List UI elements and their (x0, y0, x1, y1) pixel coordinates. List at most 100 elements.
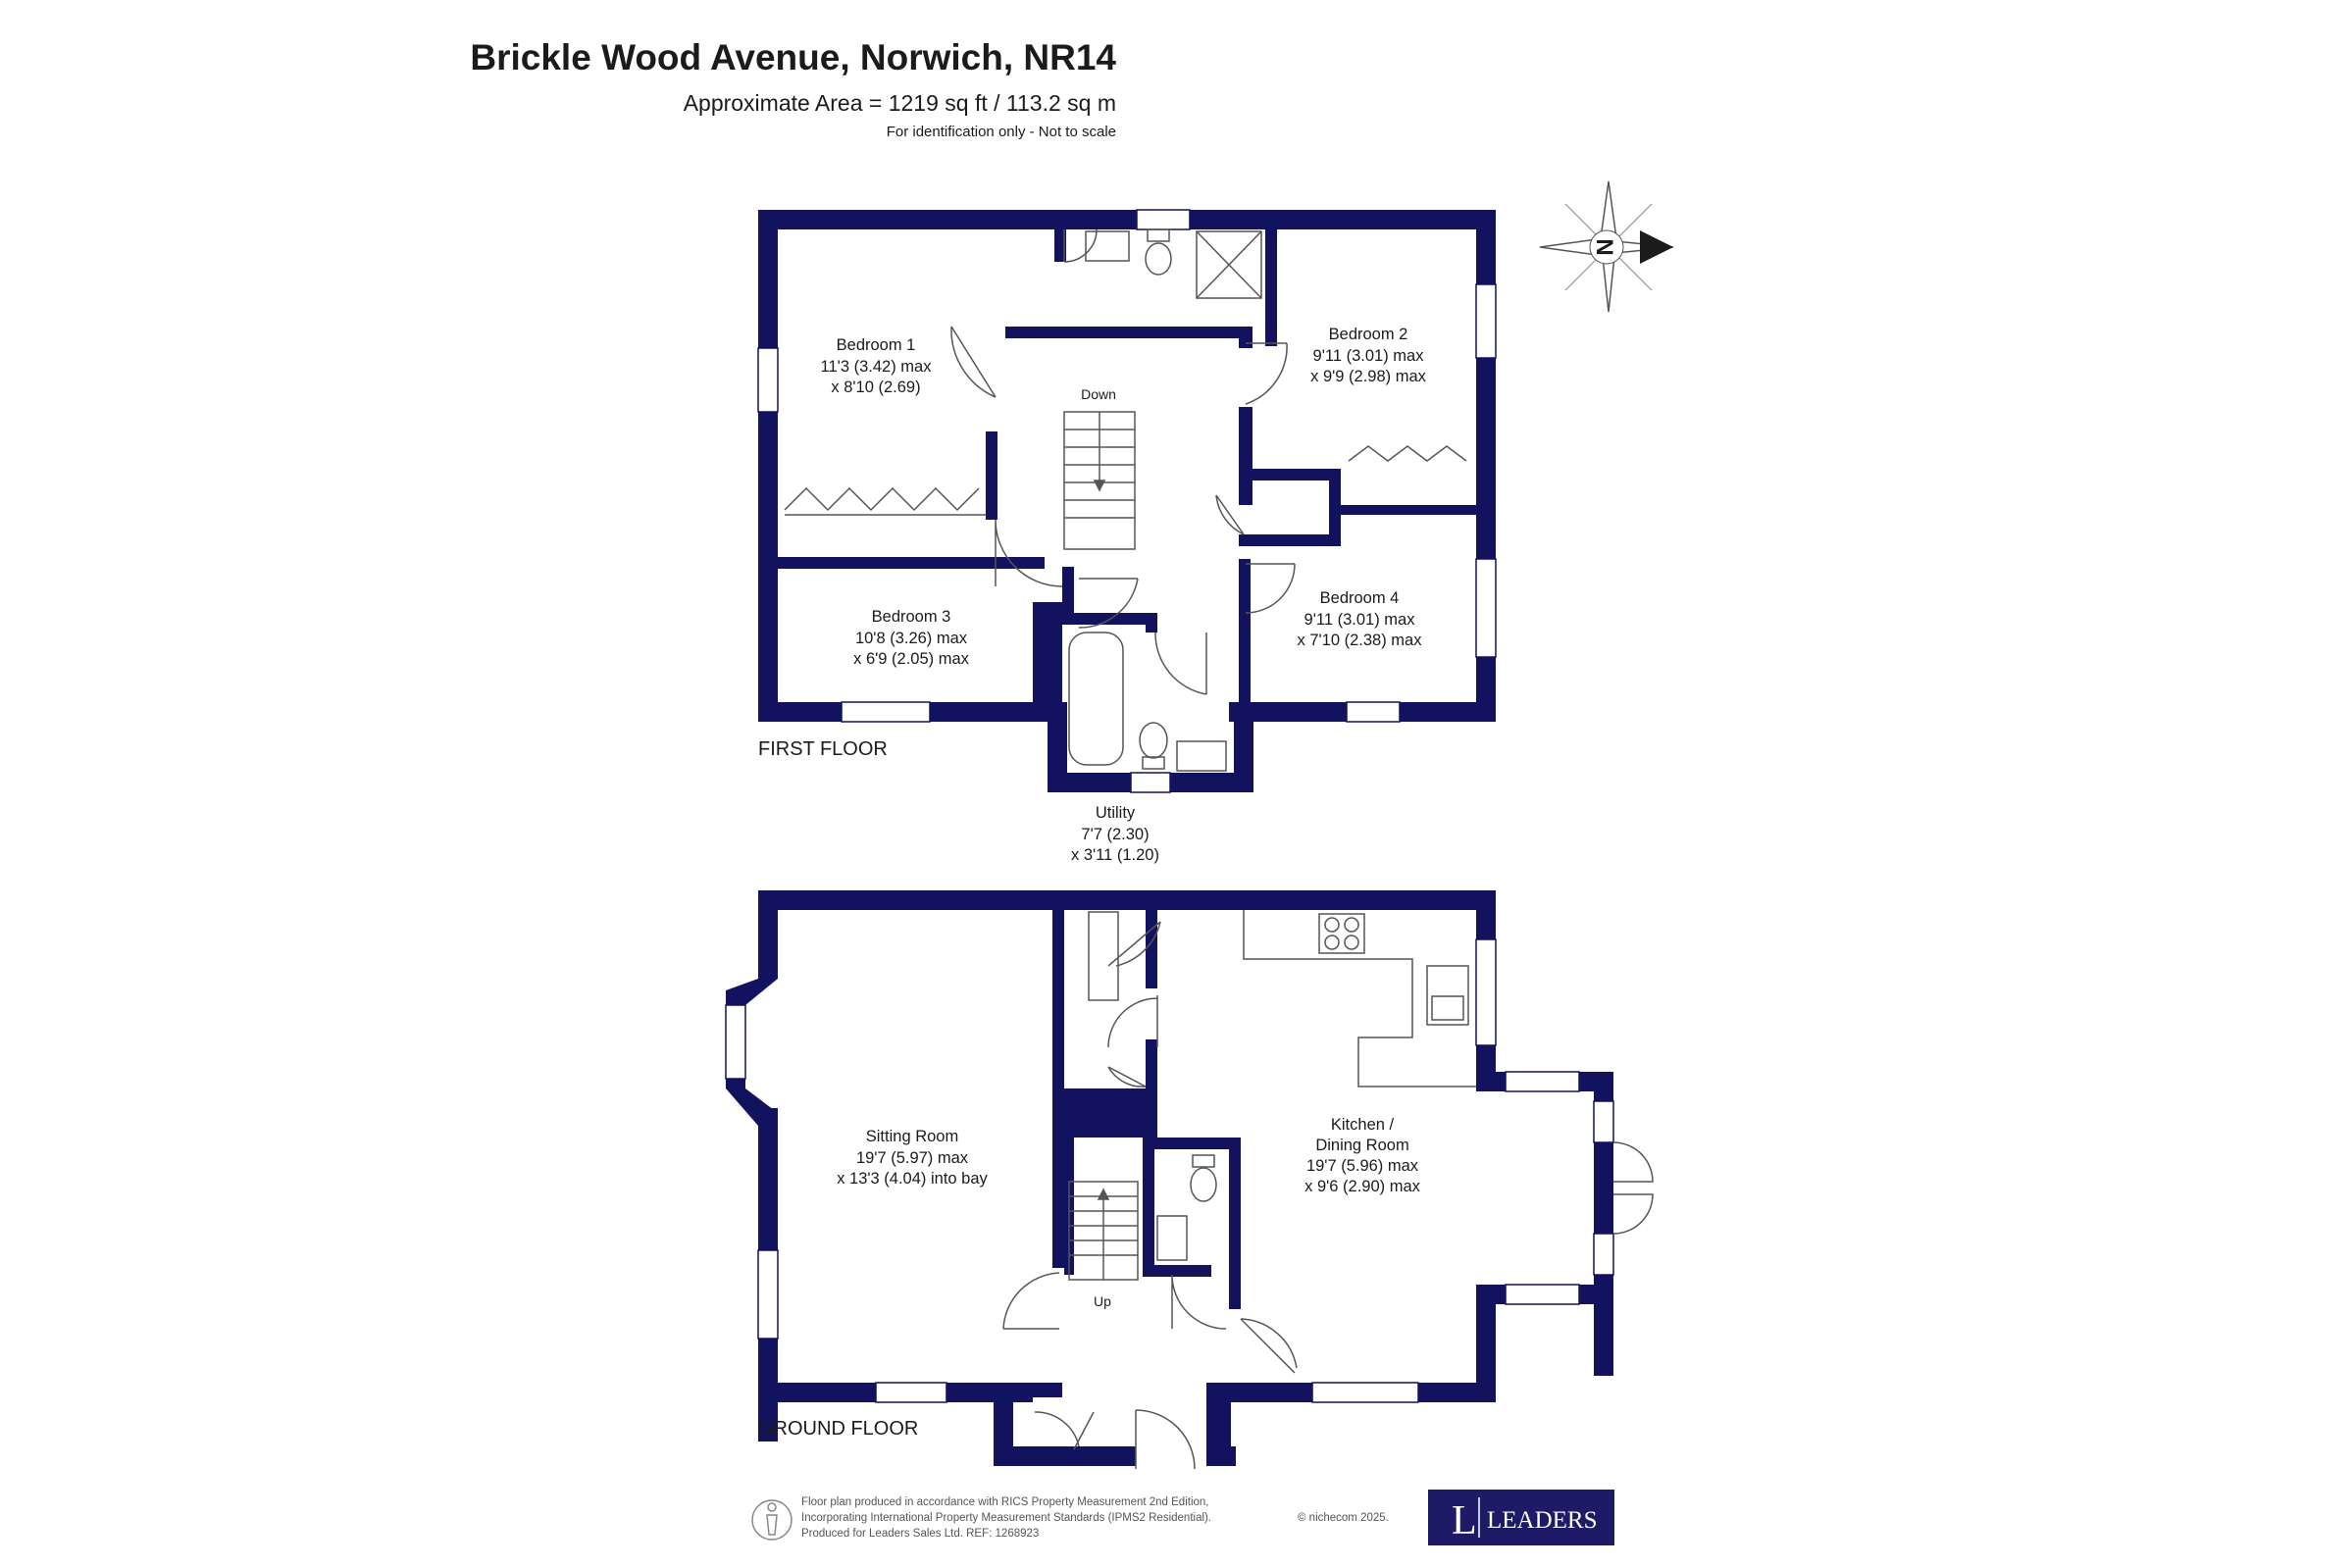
bedroom3-name: Bedroom 3 (872, 608, 951, 626)
window-bedroom4-south (1346, 701, 1401, 723)
window-ensuite (1136, 209, 1191, 230)
door-bedroom1 (950, 326, 997, 398)
door-porch-cupboard (1034, 1411, 1095, 1450)
wall-bed4-west (1239, 559, 1251, 706)
wall-closet-east (1329, 469, 1341, 542)
stairs-up-label: Up (1094, 1293, 1111, 1309)
wall-sitting-east (1052, 890, 1064, 1268)
sitting-room-dim2: x 13'3 (4.04) into bay (837, 1170, 988, 1188)
wall-wc-south (1143, 1265, 1211, 1277)
door-understairs (1107, 1066, 1147, 1087)
first-floor-windows (757, 209, 1497, 793)
wall-ensuite-west (1054, 221, 1066, 262)
leaders-logo: L LEADERS (1428, 1490, 1614, 1545)
ensuite-basin (1085, 230, 1130, 262)
first-floor-doors (950, 228, 1296, 695)
window-extension-east-top (1593, 1100, 1614, 1143)
wardrobe-bedroom2 (1348, 445, 1467, 462)
wall-under-stair (1064, 1088, 1157, 1138)
door-kitchen (1240, 1318, 1298, 1374)
wall-wc-north (1143, 1138, 1236, 1149)
window-bay (725, 1004, 746, 1080)
room-labels: Bedroom 1 11'3 (3.42) max x 8'10 (2.69) … (758, 326, 1427, 1440)
bedroom3-dim2: x 6'9 (2.05) max (853, 650, 970, 668)
wall-bed3-east (1033, 602, 1062, 705)
kitchen-dim2: x 9'6 (2.90) max (1304, 1178, 1421, 1195)
stairs-down-label: Down (1081, 386, 1116, 402)
wall-porch-south-right (1206, 1446, 1236, 1466)
approximate-area: Approximate Area = 1219 sq ft / 113.2 sq… (683, 90, 1116, 116)
compass-north-letter: N (1591, 238, 1617, 255)
wall-kitchen-north (1155, 890, 1496, 910)
wall-sitting-north (758, 890, 1052, 910)
window-sitting-south (875, 1382, 947, 1403)
door-airing (1078, 578, 1139, 629)
utility-dim1: 7'7 (2.30) (1081, 826, 1149, 843)
bedroom1-dim2: x 8'10 (2.69) (831, 379, 920, 396)
door-ensuite (1063, 228, 1098, 263)
kitchen-name: Kitchen / (1331, 1116, 1395, 1134)
bedroom2-dim2: x 9'9 (2.98) max (1310, 368, 1427, 385)
wall-ensuite-south (1005, 327, 1241, 338)
wall-sitting-west-top (758, 890, 778, 979)
person-scale-icon (751, 1499, 793, 1541)
window-sitting-west (757, 1249, 779, 1340)
front-door (1135, 1409, 1196, 1470)
wall-porch-top (994, 1383, 1062, 1397)
window-extension-east-bottom (1593, 1233, 1614, 1276)
wall-landing-east-top (1239, 327, 1253, 348)
door-bedroom2 (1245, 342, 1288, 405)
wall-bed2-south (1239, 469, 1339, 481)
wall-bath-east (1234, 702, 1253, 792)
window-kitchen-east (1475, 938, 1497, 1046)
first-floor-label: FIRST FLOOR (758, 738, 888, 760)
wall-porch-west (994, 1383, 1013, 1466)
bedroom4-dim1: 9'11 (3.01) max (1304, 611, 1416, 629)
bedroom1-name: Bedroom 1 (837, 336, 916, 354)
footer-line2: Incorporating International Property Mea… (801, 1512, 1211, 1524)
utility-worktop (1088, 911, 1119, 1001)
bedroom2-dim1: 9'11 (3.01) max (1313, 347, 1425, 365)
logo-letter: L (1452, 1498, 1477, 1543)
wall-bed1-bed3 (778, 557, 1045, 569)
wall-bath-west (1048, 702, 1067, 792)
footer: Floor plan produced in accordance with R… (751, 1490, 1614, 1545)
compass-rose-icon: N (1539, 180, 1674, 313)
logo-text: LEADERS (1487, 1507, 1598, 1534)
wall-utility-north (1052, 890, 1146, 910)
door-bedroom3 (995, 519, 1063, 587)
door-bedroom4 (1245, 563, 1296, 614)
window-kitchen-south (1311, 1382, 1419, 1403)
window-bathroom (1130, 772, 1171, 793)
wall-bed1-closet (986, 431, 997, 520)
wall-closet-south (1239, 534, 1341, 546)
wall-bed2-bed4 (1341, 505, 1476, 515)
stairs-up (1068, 1181, 1139, 1281)
scale-disclaimer: For identification only - Not to scale (886, 124, 1116, 140)
utility-name: Utility (1096, 804, 1136, 822)
wall-bath-north-jamb (1146, 613, 1157, 632)
bedroom4-name: Bedroom 4 (1320, 589, 1400, 607)
kitchen-name-2: Dining Room (1315, 1137, 1408, 1154)
kitchen-worktop (1243, 910, 1476, 1087)
window-bedroom4 (1475, 558, 1497, 658)
wall-ensuite-east (1265, 221, 1277, 346)
stairs-down (1063, 411, 1136, 550)
wall-stair-bottom (1062, 567, 1074, 616)
bedroom4-dim2: x 7'10 (2.38) max (1298, 632, 1423, 649)
footer-line3: Produced for Leaders Sales Ltd. REF: 126… (801, 1528, 1039, 1540)
first-floor-fixtures (784, 228, 1467, 772)
wc-toilet (1190, 1167, 1217, 1202)
wardrobe-bedroom1 (784, 486, 980, 512)
kitchen-sink (1426, 965, 1469, 1026)
kitchen-dim1: 19'7 (5.96) max (1306, 1157, 1419, 1175)
window-extension-north (1505, 1071, 1580, 1092)
utility-dim2: x 3'11 (1.20) (1071, 846, 1159, 864)
french-door-bottom (1612, 1193, 1654, 1235)
sitting-room-dim1: 19'7 (5.97) max (856, 1149, 969, 1167)
wc-basin (1156, 1215, 1188, 1261)
ensuite-toilet (1145, 242, 1172, 276)
ground-floor-fixtures (1068, 910, 1476, 1281)
window-extension-south (1505, 1284, 1580, 1305)
wall-north (758, 210, 1496, 229)
